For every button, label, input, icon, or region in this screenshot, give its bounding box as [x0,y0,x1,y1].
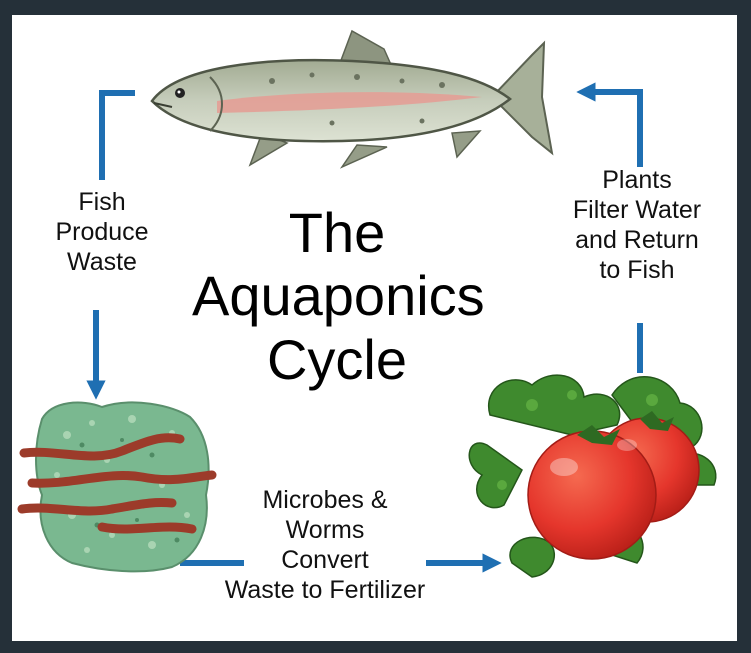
step-label-line: Waste [42,247,162,277]
step-plants-filter-water: Plants Filter Water and Return to Fish [547,165,727,285]
step-label-line: Produce [42,217,162,247]
step-label-line: to Fish [547,255,727,285]
step-label-line: Convert [200,545,450,575]
tomato-plant-icon [469,375,716,577]
trout-fish-icon [152,31,552,167]
step-label-line: Filter Water [547,195,727,225]
step-label-line: Plants [547,165,727,195]
step-microbes-worms-convert: Microbes & Worms Convert Waste to Fertil… [200,485,450,605]
title-line: Cycle [192,328,482,391]
title-line: The [192,201,482,264]
diagram-title: The Aquaponics Cycle [192,201,482,391]
diagram-canvas: Fish Produce Waste The Aquaponics Cycle … [12,15,737,641]
step-label-line: and Return [547,225,727,255]
step-label-line: Waste to Fertilizer [200,575,450,605]
step-label-line: Worms [200,515,450,545]
grow-bed-worms-icon [22,402,212,571]
step-label-line: Microbes & [200,485,450,515]
step-fish-produce-waste: Fish Produce Waste [42,187,162,277]
title-line: Aquaponics [192,264,482,327]
step-label-line: Fish [42,187,162,217]
